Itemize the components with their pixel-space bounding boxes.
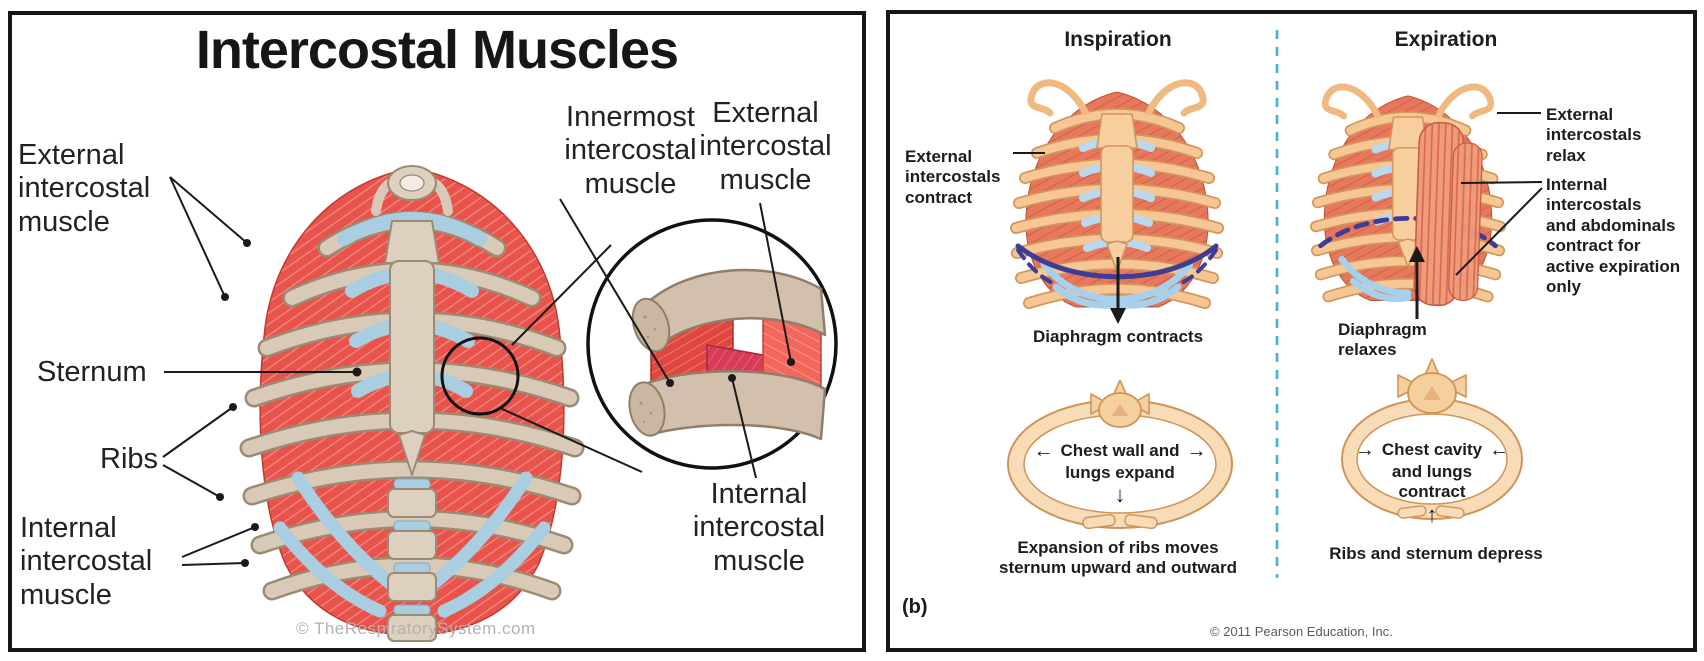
inspiration-ribcage bbox=[1010, 79, 1224, 309]
panel-title: Intercostal Muscles bbox=[195, 20, 679, 80]
arrow-left-icon: ← bbox=[1033, 440, 1054, 462]
dashed-divider bbox=[1275, 30, 1279, 578]
label-external-intercostal-left: External intercostal muscle bbox=[18, 139, 151, 238]
credit-line: © TheRespiratorySystem.com bbox=[296, 619, 536, 638]
arrow-right-icon: → bbox=[1186, 440, 1207, 462]
ribcage-illustration bbox=[239, 165, 585, 642]
arrow-down-icon: ↓ bbox=[1114, 482, 1126, 508]
label-internal-intercostal-right: Internal intercostal muscle bbox=[692, 478, 826, 577]
label-diaphragm-contracts: Diaphragm contracts bbox=[1032, 327, 1204, 346]
ring-text-line1: Chest wall and bbox=[1060, 440, 1180, 460]
expiration-ribcage bbox=[1310, 83, 1507, 307]
inspiration-ring-text: ← Chest wall and → lungs expand ↓ bbox=[1010, 439, 1230, 508]
label-sternum: Sternum bbox=[37, 356, 147, 388]
label-external-intercostals-contract: External intercostals contract bbox=[905, 147, 1001, 207]
expiration-ring-text: → Chest cavity ← and lungs contract ↑ bbox=[1342, 438, 1522, 525]
copyright-line: © 2011 Pearson Education, Inc. bbox=[1210, 624, 1393, 639]
ring-text-line3: contract bbox=[1398, 482, 1466, 502]
inset-magnified-view bbox=[586, 218, 838, 470]
inspiration-caption: Expansion of ribs moves sternum upward a… bbox=[998, 538, 1238, 578]
label-external-intercostal-right: External intercostal muscle bbox=[699, 97, 832, 196]
label-internal-intercostal-left: Internal intercostal muscle bbox=[20, 512, 153, 611]
inspiration-header: Inspiration bbox=[1064, 28, 1172, 51]
label-external-intercostals-relax: External intercostals relax bbox=[1546, 105, 1642, 165]
ring-text-line2: and lungs bbox=[1391, 462, 1473, 481]
figure-label: (b) bbox=[902, 596, 928, 618]
breathing-mechanics-panel: Inspiration Expiration bbox=[886, 10, 1697, 652]
intercostal-muscles-panel: Intercostal Muscles bbox=[8, 11, 866, 652]
arrow-right-icon: → bbox=[1354, 439, 1375, 461]
expiration-header: Expiration bbox=[1394, 28, 1498, 51]
label-diaphragm-relaxes: Diaphragm relaxes bbox=[1338, 320, 1427, 360]
label-innermost-intercostal: Innermost intercostal muscle bbox=[564, 101, 697, 200]
expiration-caption: Ribs and sternum depress bbox=[1329, 544, 1543, 563]
ring-text-line1: Chest cavity bbox=[1381, 439, 1483, 459]
label-internal-intercostals-abdominals: Internal intercostals and abdominals con… bbox=[1546, 175, 1681, 296]
inspiration-ring bbox=[1007, 380, 1233, 530]
expiration-ring bbox=[1341, 358, 1523, 520]
label-ribs: Ribs bbox=[100, 443, 159, 475]
arrow-left-icon: ← bbox=[1489, 439, 1510, 461]
ring-text-line2: lungs expand bbox=[1065, 463, 1175, 482]
arrow-up-icon: ↑ bbox=[1426, 501, 1438, 527]
